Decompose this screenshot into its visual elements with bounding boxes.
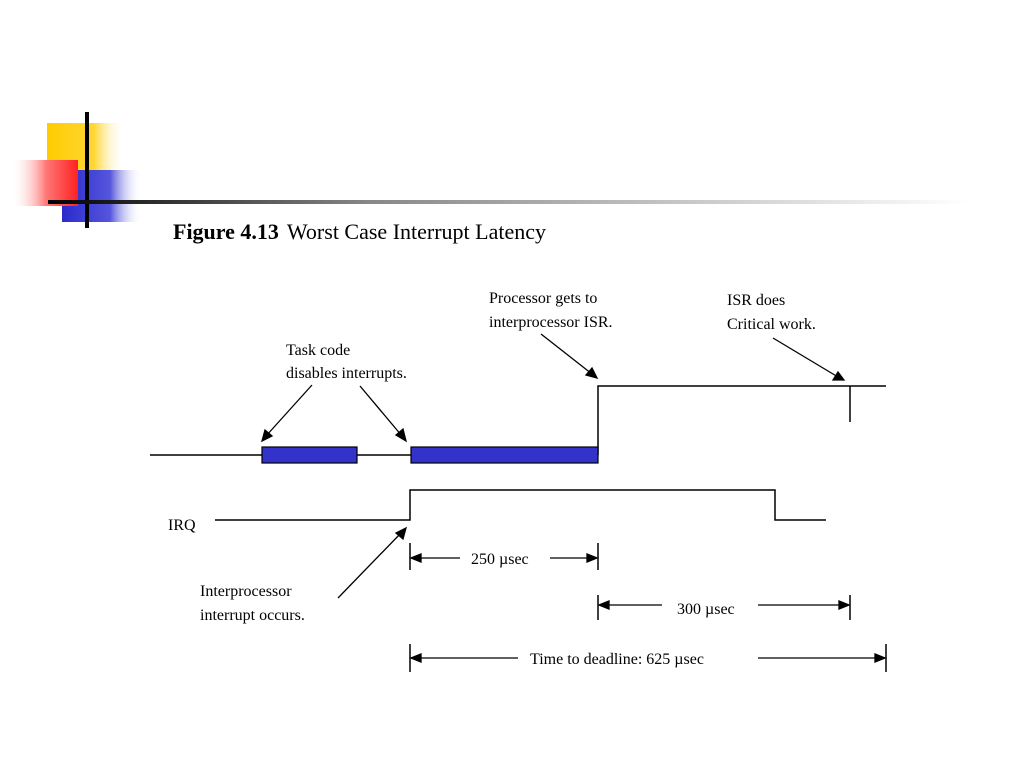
task-code-block-1: [261, 446, 358, 464]
arrowhead-processor: [584, 366, 599, 380]
arrow-task-2: [359, 385, 403, 437]
figure-caption: Figure 4.13 Worst Case Interrupt Latency: [173, 219, 546, 245]
figure-title: Worst Case Interrupt Latency: [286, 219, 547, 244]
dim-300-right-head: [838, 600, 851, 610]
decorative-logo: [14, 112, 142, 228]
task-code-label-line2: disables interrupts.: [286, 365, 407, 382]
processor-label-line2: interprocessor ISR.: [489, 314, 613, 331]
isr-label-line2: Critical work.: [727, 316, 816, 333]
arrow-task-1: [265, 384, 313, 437]
task-code-label-line1: Task code: [286, 342, 350, 359]
dim-300-left-head: [597, 600, 610, 610]
irq-label: IRQ: [168, 517, 196, 534]
processor-signal-high: [597, 385, 886, 455]
dim-250-left-head: [409, 553, 422, 563]
dim-250-right-head: [586, 553, 599, 563]
arrow-interprocessor: [337, 532, 402, 599]
arrow-processor: [540, 333, 593, 375]
irq-signal: [215, 489, 826, 521]
deco-red-square: [14, 160, 78, 206]
interprocessor-label-line1: Interprocessor: [200, 583, 292, 600]
deadline-label: Time to deadline: 625 µsec: [530, 651, 704, 668]
deco-vertical-bar: [85, 112, 89, 228]
arrowhead-task-2: [394, 427, 408, 443]
arrows: [260, 333, 887, 663]
arrowhead-isr: [831, 370, 846, 381]
dim-deadline-right-head: [874, 653, 887, 663]
task-code-block-2: [410, 446, 599, 464]
arrow-isr: [772, 337, 839, 378]
timing-250-label: 250 µsec: [471, 551, 529, 568]
processor-label-line1: Processor gets to: [489, 290, 597, 307]
arrowhead-task-1: [260, 428, 274, 443]
title-rule: [48, 200, 968, 204]
arrowhead-interprocessor: [394, 526, 408, 541]
dim-deadline-left-head: [409, 653, 422, 663]
isr-label-line1: ISR does: [727, 292, 785, 309]
figure-number: Figure 4.13: [173, 219, 279, 244]
interprocessor-label-line2: interrupt occurs.: [200, 607, 305, 624]
timing-300-label: 300 µsec: [677, 601, 735, 618]
timing-diagram: [150, 385, 887, 672]
